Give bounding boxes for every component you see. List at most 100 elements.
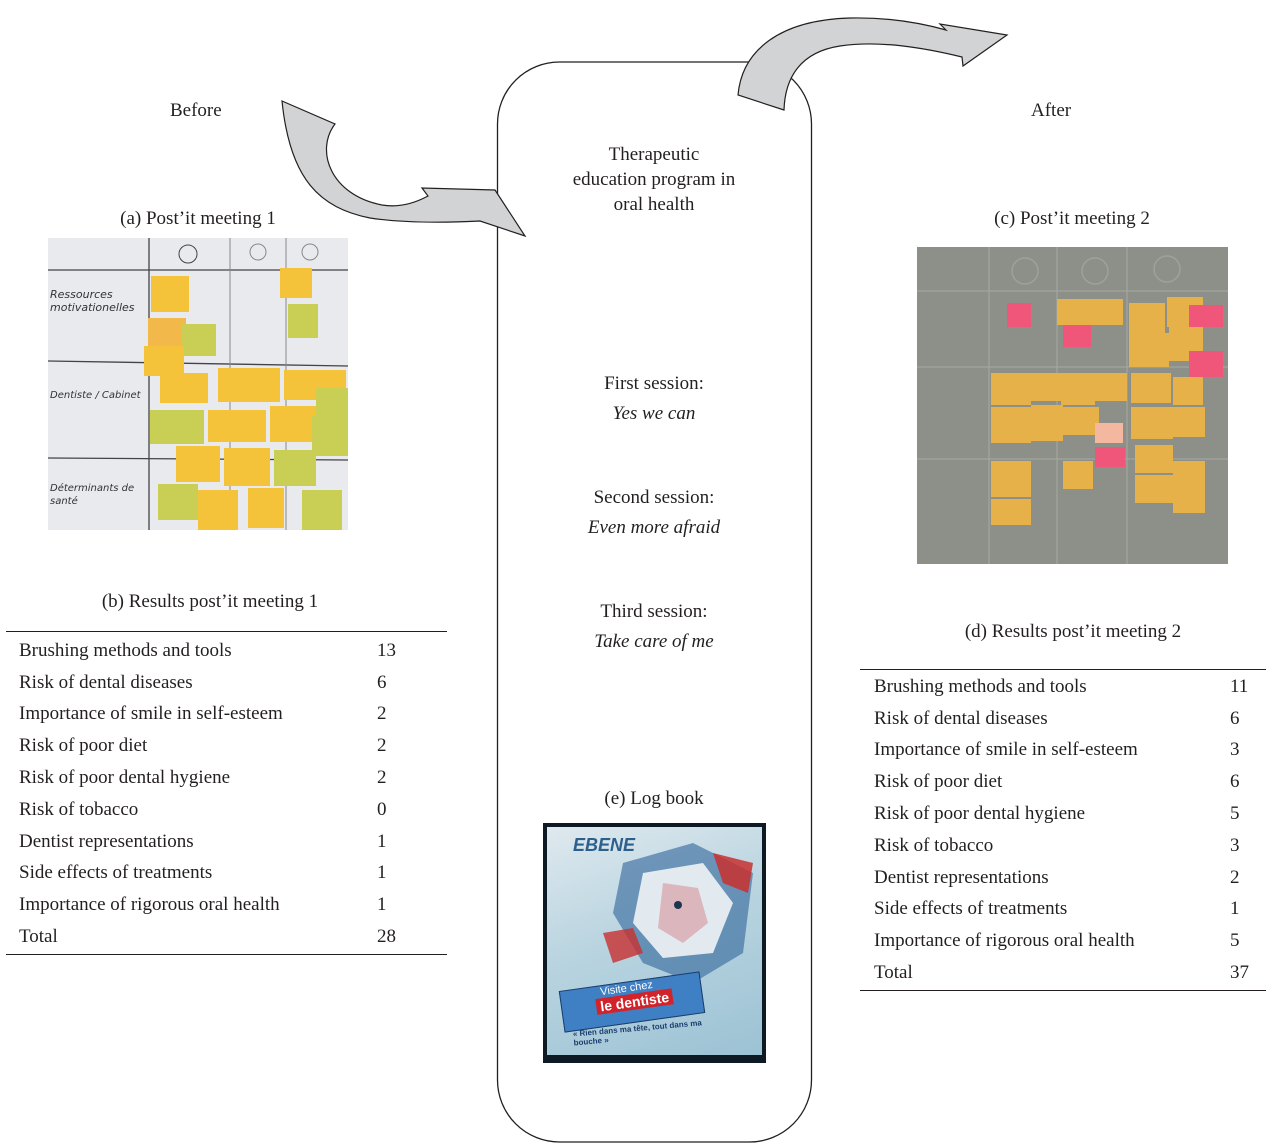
- post-it-2-caption: (c) Post’it meeting 2: [994, 208, 1150, 229]
- sticky-note: [1173, 487, 1205, 513]
- results-1-caption: (b) Results post’it meeting 1: [101, 591, 319, 612]
- sticky-note: [1063, 461, 1093, 489]
- sticky-note: [312, 416, 348, 456]
- table-cell-count: 5: [1230, 930, 1240, 952]
- sticky-note: [248, 488, 284, 528]
- session-2: Second session: Even more afraid: [534, 483, 774, 543]
- table-rule: [6, 953, 447, 955]
- table-cell-topic: Risk of tobacco: [874, 834, 994, 856]
- sticky-note: [991, 461, 1031, 497]
- sticky-note: [1063, 407, 1099, 435]
- session-label: Second session:: [593, 487, 715, 508]
- table-cell-topic: Risk of dental diseases: [874, 707, 1048, 729]
- table-cell-topic: Importance of smile in self-esteem: [874, 739, 1138, 761]
- sticky-note: [182, 324, 216, 356]
- table-row: Risk of poor diet 6: [860, 766, 1266, 798]
- sticky-note: [208, 410, 266, 442]
- after-label: After: [1031, 100, 1072, 121]
- post-it-2-photo: [917, 247, 1228, 564]
- sticky-note: [1061, 373, 1095, 405]
- sticky-note: [1131, 407, 1173, 439]
- session-1: First session: Yes we can: [534, 369, 774, 429]
- table-cell-topic: Risk of poor diet: [19, 735, 148, 757]
- sticky-note: [1093, 299, 1123, 325]
- table-cell-count: 11: [1230, 675, 1249, 697]
- sticky-note: [1063, 325, 1091, 347]
- sticky-note: [198, 490, 238, 530]
- sticky-note: [1189, 305, 1223, 327]
- log-book-face-art-icon: [603, 843, 753, 983]
- log-book-caption: (e) Log book: [604, 788, 704, 809]
- table-cell-count: 37: [1230, 962, 1249, 984]
- table-row: Dentist representations 1: [6, 826, 447, 858]
- sticky-note: [160, 373, 208, 403]
- table-cell-topic: Importance of smile in self-esteem: [19, 703, 283, 725]
- sticky-note: [148, 318, 186, 348]
- sticky-note: [1129, 333, 1169, 367]
- sticky-note: [224, 448, 270, 486]
- table-cell-count: 6: [1230, 771, 1240, 793]
- table-cell-topic: Importance of rigorous oral health: [874, 930, 1135, 952]
- post-it-2-board-grid: [917, 247, 1228, 564]
- table-cell-count: 1: [377, 894, 387, 916]
- sticky-note: [151, 276, 189, 312]
- table-row: Risk of dental diseases 6: [860, 703, 1266, 735]
- table-cell-topic: Risk of poor diet: [874, 771, 1003, 793]
- sticky-note: [1031, 373, 1061, 401]
- sticky-note: [1129, 303, 1165, 333]
- sticky-note: [316, 388, 348, 416]
- session-label: First session:: [604, 373, 704, 394]
- program-title: Therapeutic education program in oral he…: [534, 142, 774, 217]
- sticky-note: [274, 450, 316, 486]
- table-cell-topic: Dentist representations: [19, 830, 194, 852]
- table-cell-topic: Total: [874, 962, 913, 984]
- table-cell-count: 2: [377, 735, 387, 757]
- table-row: Risk of poor diet 2: [6, 730, 447, 762]
- table-cell-count: 3: [1230, 739, 1240, 761]
- before-label: Before: [170, 100, 222, 121]
- sticky-note: [1173, 407, 1205, 437]
- session-label: Third session:: [600, 601, 708, 622]
- table-cell-topic: Risk of poor dental hygiene: [874, 803, 1086, 825]
- table-cell-count: 6: [377, 671, 387, 693]
- table-cell-count: 28: [377, 926, 396, 948]
- table-row: Importance of smile in self-esteem 3: [860, 735, 1266, 767]
- sticky-note: [144, 346, 184, 376]
- table-cell-topic: Total: [19, 926, 58, 948]
- sticky-note: [288, 304, 318, 338]
- sticky-note: [270, 406, 316, 442]
- sticky-note: [1135, 475, 1173, 503]
- results-2-caption: (d) Results post’it meeting 2: [964, 621, 1182, 642]
- sticky-note: [302, 490, 342, 530]
- table-cell-count: 1: [377, 830, 387, 852]
- table-cell-count: 13: [377, 639, 396, 661]
- table-rule: [860, 669, 1266, 670]
- table-cell-count: 2: [377, 767, 387, 789]
- table-cell-count: 5: [1230, 803, 1240, 825]
- table-cell-count: 1: [1230, 898, 1240, 920]
- sticky-note: [1173, 461, 1205, 491]
- sticky-note: [991, 407, 1031, 443]
- table-cell-topic: Brushing methods and tools: [19, 639, 232, 661]
- table-cell-count: 0: [377, 798, 387, 820]
- sticky-note: [176, 446, 220, 482]
- sticky-note: [1095, 423, 1123, 443]
- sticky-note: [1007, 303, 1031, 327]
- table-cell-count: 6: [1230, 707, 1240, 729]
- sticky-note: [1095, 447, 1125, 467]
- table-row: Risk of poor dental hygiene 5: [860, 798, 1266, 830]
- table-cell-topic: Side effects of treatments: [19, 862, 213, 884]
- session-name: Take care of me: [594, 631, 714, 652]
- table-rule: [6, 631, 447, 632]
- table-row: Risk of tobacco 3: [860, 830, 1266, 862]
- table-cell-topic: Importance of rigorous oral health: [19, 894, 280, 916]
- table-cell-count: 3: [1230, 834, 1240, 856]
